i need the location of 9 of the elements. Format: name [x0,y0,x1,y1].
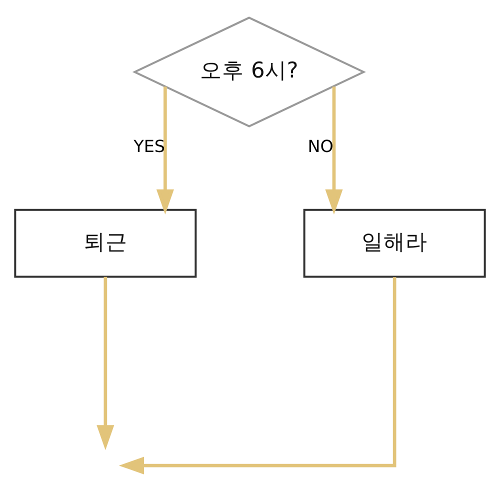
arrow [96,276,114,450]
arrow [156,86,174,215]
node-box: 퇴근 [14,208,197,278]
arrow [325,86,343,215]
arrow [118,277,396,474]
node-diamond: 오후 6시? [132,16,366,128]
edge-label: YES [134,136,165,156]
edge-label: NO [308,136,334,156]
node-box: 일해라 [303,208,486,278]
